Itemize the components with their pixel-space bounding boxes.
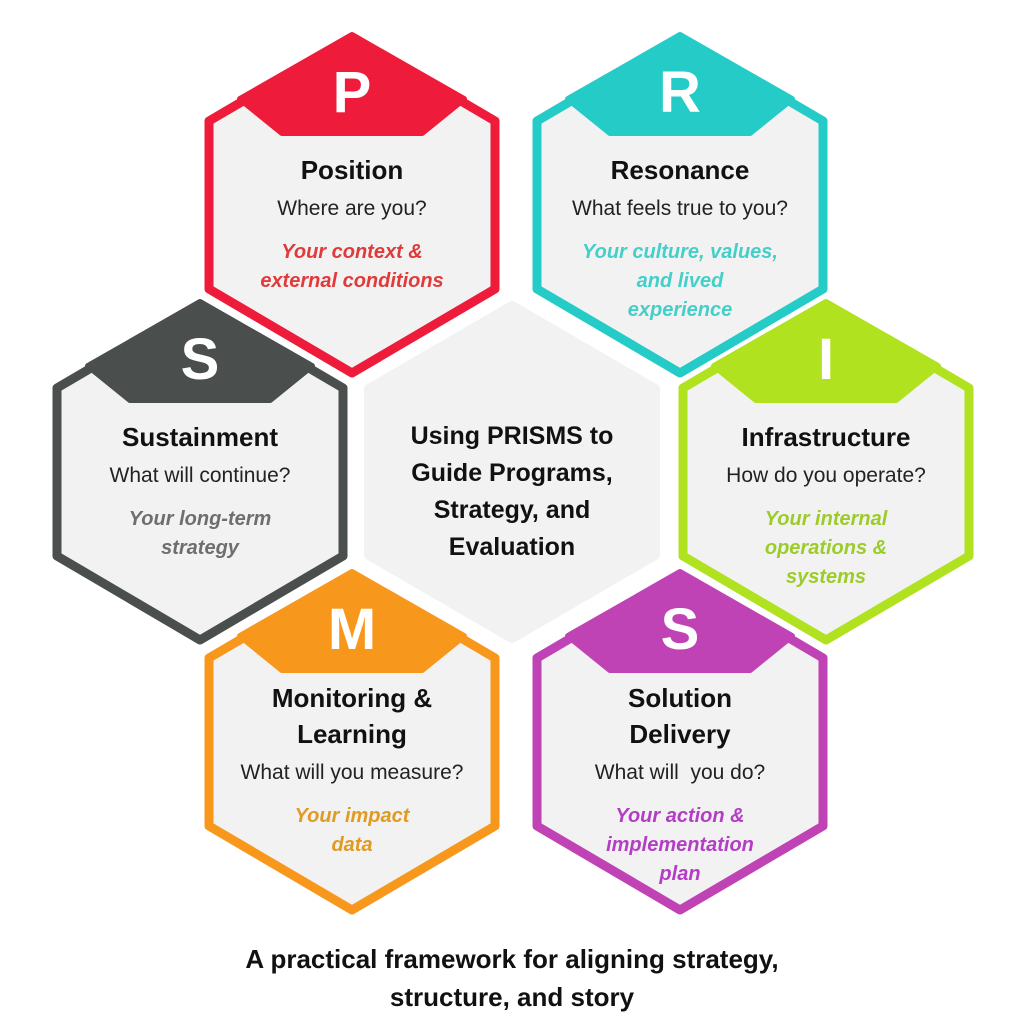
hexagon-tagline-line: Your internal [764, 508, 888, 530]
hexagon-letter: S [660, 597, 700, 662]
hexagon-tagline: Your impact data [295, 802, 410, 860]
hexagon-title-line: Learning [297, 719, 407, 749]
center-title-line: Evaluation [448, 533, 576, 561]
hexagon-tagline: Your culture, values, and lived experience [582, 238, 778, 325]
hexagon-sustainment [52, 299, 348, 645]
hexagon-monitoring [204, 569, 500, 915]
hexagon-question: How do you operate? [726, 464, 926, 487]
hexagon-tagline-line: operations & [764, 537, 888, 559]
hexagon-tagline-line: experience [627, 299, 733, 321]
hexagon-tagline: Your internal operations & systems [765, 505, 888, 592]
hexagon-question: What will you do? [594, 761, 766, 784]
hexagon-cap [565, 32, 795, 136]
hexagon-cap [237, 569, 467, 673]
hexagon-tagline-line: implementation [606, 834, 754, 856]
hexagon-solution [532, 569, 828, 915]
hexagon-tagline-line: Your impact [294, 805, 410, 827]
hexagon-title: Monitoring & Learning [272, 680, 432, 752]
hexagon-tagline-line: Your action & [615, 805, 745, 827]
hexagon-tagline-line: Your long-term [128, 508, 272, 530]
hexagon-question: Where are you? [277, 197, 427, 220]
hexagon-tagline: Your context & external conditions [260, 238, 443, 296]
hexagon-cap [711, 299, 941, 403]
hexagon-question: What feels true to you? [572, 197, 788, 220]
hexagon-title-line: Infrastructure [741, 422, 911, 452]
hexagon-tagline-line: external conditions [260, 270, 444, 292]
hexagon-title-line: Sustainment [121, 422, 279, 452]
hexagon-tagline-line: strategy [161, 537, 239, 559]
hexagon-tagline: Your long-term strategy [129, 505, 272, 563]
hexagon-resonance [532, 32, 828, 378]
center-title: Using PRISMS to Guide Programs, Strategy, … [372, 418, 652, 566]
hexagon-tagline-line: plan [659, 863, 701, 885]
hexagon-tagline-line: Your culture, values, [582, 241, 778, 263]
footer-line: A practical framework for aligning strat… [245, 944, 779, 974]
hexagon-question: What will continue? [109, 464, 291, 487]
hexagon-title: Resonance [611, 152, 750, 188]
hexagon-cap [237, 32, 467, 136]
hexagon-title-line: Delivery [629, 719, 731, 749]
center-title-line: Using PRISMS to [410, 422, 614, 450]
hexagon-tagline-line: systems [785, 566, 867, 588]
hexagon-letter: S [180, 327, 220, 392]
hexagon-tagline: Your action & implementation plan [606, 802, 754, 889]
hexagon-cap [565, 569, 795, 673]
hexagon-question: What will you measure? [240, 761, 464, 784]
hexagon-letter: P [332, 60, 372, 125]
hexagon-title-line: Solution [628, 683, 732, 713]
center-hexagon [364, 301, 660, 643]
hexagon-tagline-line: data [331, 834, 373, 856]
hexagon-tagline-line: and lived [636, 270, 724, 292]
hexagon-title: Infrastructure [741, 419, 910, 455]
hexagon-position [204, 32, 500, 378]
hexagon-infrastructure [678, 299, 974, 645]
hexagon-cap [85, 299, 315, 403]
hexagon-tagline-line: Your context & [281, 241, 423, 263]
hexagon-title: Sustainment [122, 419, 278, 455]
hexagon-title: Position [301, 152, 404, 188]
hexagon-letter: M [327, 597, 377, 662]
hexagon-title-line: Resonance [610, 155, 750, 185]
center-title-line: Guide Programs, [411, 459, 613, 487]
hexagon-letter: R [659, 60, 701, 125]
hexagon-title-line: Monitoring & [271, 683, 433, 713]
hexagon-title-line: Position [300, 155, 404, 185]
center-title-line: Strategy, and [433, 496, 591, 524]
footer-caption: A practical framework for aligning strat… [0, 940, 1024, 1016]
hexagon-letter: I [817, 327, 835, 392]
footer-line: structure, and story [389, 982, 635, 1012]
